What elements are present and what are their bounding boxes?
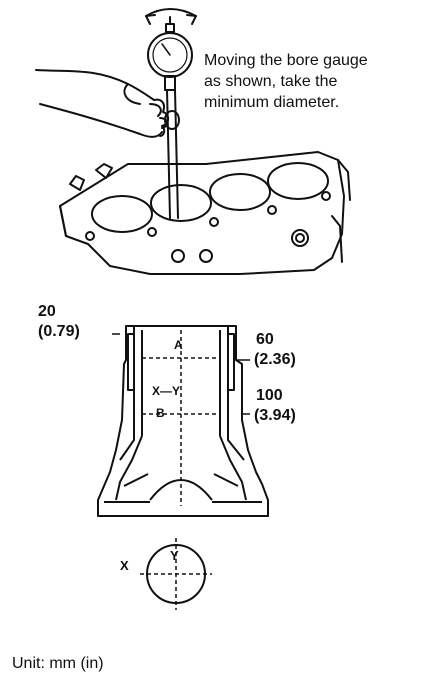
- measurement-direction-circle: [140, 538, 212, 610]
- gauge-rod: [164, 89, 180, 219]
- dimension-20-in: (0.79): [38, 323, 80, 340]
- dimension-60-mm: 60: [256, 331, 274, 348]
- section-label-xy: X—Y: [152, 384, 181, 398]
- unit-note: Unit: mm (in): [12, 655, 104, 672]
- direction-label-y: Y: [170, 548, 179, 563]
- rocking-arrow-icon: [145, 8, 197, 25]
- hand-illustration: [35, 69, 170, 138]
- caption-line-1: Moving the bore gauge: [204, 52, 368, 69]
- section-label-b: B: [156, 406, 165, 420]
- cylinder-cross-section: [97, 325, 269, 517]
- caption-line-3: minimum diameter.: [204, 94, 340, 111]
- dial-gauge-icon: [147, 16, 193, 91]
- bore-gauge-illustration: [35, 8, 351, 275]
- section-label-a: A: [174, 338, 183, 352]
- instruction-caption: Moving the bore gauge as shown, take the…: [204, 50, 368, 113]
- dimension-100-mm: 100: [256, 387, 283, 404]
- dimension-100-in: (3.94): [254, 407, 296, 424]
- cylinder-block: [59, 151, 351, 275]
- dimension-60-in: (2.36): [254, 351, 296, 368]
- caption-line-2: as shown, take the: [204, 73, 338, 90]
- direction-label-x: X: [120, 558, 129, 573]
- dimension-20-mm: 20: [38, 303, 56, 320]
